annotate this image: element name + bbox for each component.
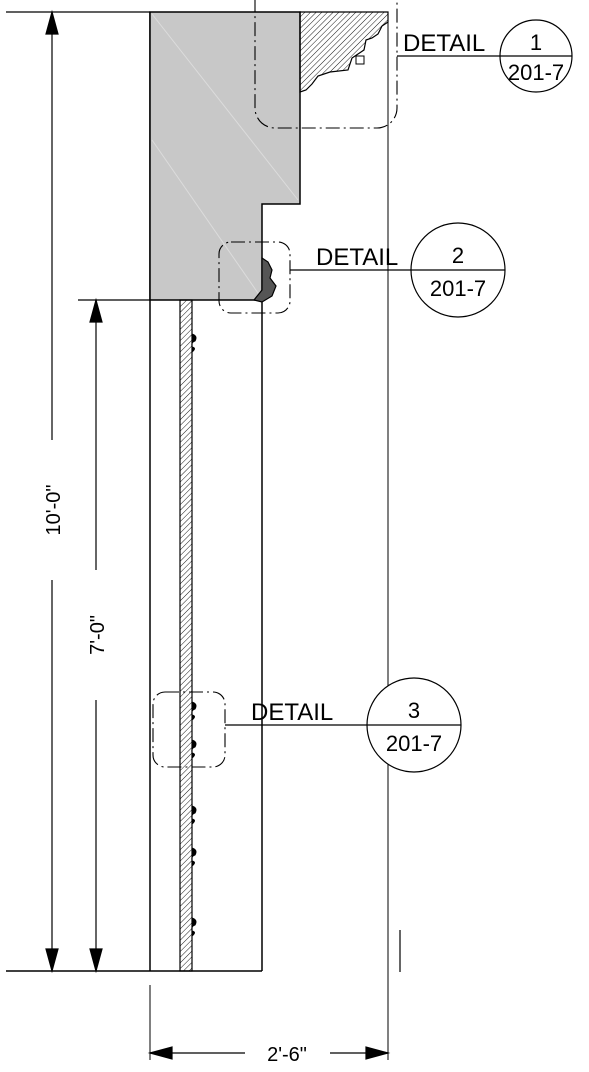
callout-3-sheet: 201-7 <box>386 731 442 756</box>
dimension-width-label: 2'-6" <box>267 1044 307 1066</box>
callout-3-number: 3 <box>408 698 420 723</box>
callout-1-label: DETAIL <box>403 30 485 57</box>
dimension-width <box>147 1046 391 1060</box>
callout-2-sheet: 201-7 <box>430 276 486 301</box>
hardware-marks <box>191 333 197 938</box>
dimension-overall-height <box>6 9 150 974</box>
callout-3-label: DETAIL <box>251 699 333 726</box>
detail-callout-3: DETAIL 3 201-7 <box>225 677 462 773</box>
detail-boundaries <box>152 0 398 768</box>
callout-1-number: 1 <box>530 30 542 55</box>
detail-callout-1: DETAIL 1 201-7 <box>397 19 573 93</box>
dimension-height-7ft: 7'-0" <box>87 615 109 655</box>
dimension-door-height <box>78 297 150 974</box>
crown-molding <box>299 11 389 93</box>
callout-1-sheet: 201-7 <box>508 60 564 85</box>
detail-callout-2: DETAIL 2 201-7 <box>290 222 506 318</box>
door-panel <box>179 299 193 972</box>
header-block <box>149 11 301 301</box>
dimension-height-10ft: 10'-0" <box>43 485 65 536</box>
callout-2-number: 2 <box>452 243 464 268</box>
callout-2-label: DETAIL <box>316 244 398 271</box>
casing-profile <box>252 256 277 303</box>
